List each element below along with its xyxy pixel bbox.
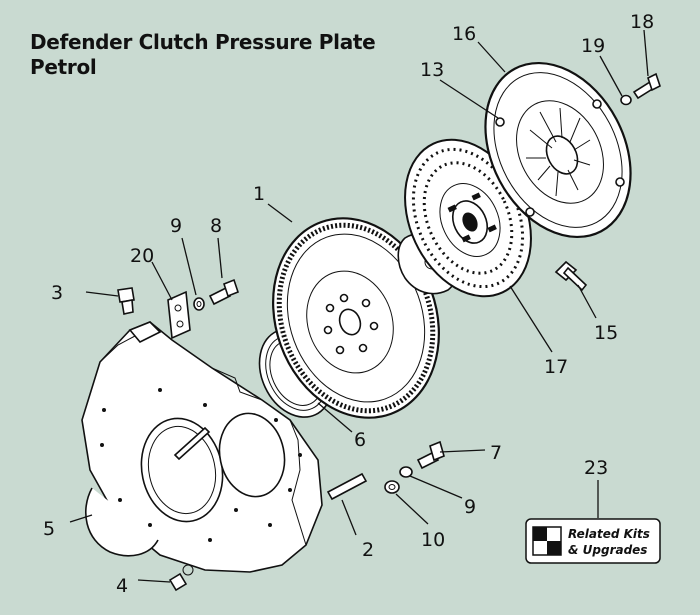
stud-2: [326, 472, 368, 501]
washer-19: [620, 94, 632, 106]
callout-23: 23: [584, 457, 608, 479]
callout-17: 17: [544, 356, 568, 378]
washer-10: [384, 480, 400, 494]
leader-lines: [69, 29, 649, 583]
callout-3: 3: [51, 282, 63, 304]
small-bolt: [168, 572, 188, 592]
related-kits-button[interactable]: Related Kits & Upgrades: [525, 518, 661, 564]
washer-lower: [399, 466, 413, 478]
callout-9-lower: 9: [464, 496, 476, 518]
bolt-7: [416, 440, 445, 470]
callout-13: 13: [420, 59, 444, 81]
drain-plug: [117, 287, 135, 315]
callout-6: 6: [354, 429, 366, 451]
cover-bolt: [554, 260, 588, 292]
related-kits-line-1: Related Kits: [568, 527, 650, 541]
washer-upper: [193, 297, 205, 311]
title-line-2: Petrol: [30, 55, 97, 79]
title-line-1: Defender Clutch Pressure Plate: [30, 30, 376, 54]
pressure-plate-cover: [484, 61, 632, 239]
bolt-upper: [208, 278, 239, 306]
callout-15: 15: [594, 322, 618, 344]
bracket: [167, 290, 191, 340]
callout-2: 2: [362, 539, 374, 561]
callout-numbers: 1 2 3 4 5 6 7 8 9 9 10 13 15 16 17 18 19…: [43, 11, 654, 597]
callout-16: 16: [452, 23, 476, 45]
callout-7: 7: [490, 442, 502, 464]
callout-20: 20: [130, 245, 154, 267]
dust-cover: [85, 487, 159, 557]
related-kits-line-2: & Upgrades: [568, 543, 647, 557]
callout-9-upper: 9: [170, 215, 182, 237]
checker-logo-icon: [532, 526, 562, 556]
callout-4: 4: [116, 575, 128, 597]
callout-5: 5: [43, 518, 55, 540]
callout-18: 18: [630, 11, 654, 33]
callout-19: 19: [581, 35, 605, 57]
page-title: Defender Clutch Pressure Plate Petrol: [30, 30, 376, 80]
callout-10: 10: [421, 529, 445, 551]
callout-8: 8: [210, 215, 222, 237]
bell-housing: [81, 321, 323, 576]
callout-1: 1: [253, 183, 265, 205]
bolt-18: [632, 72, 661, 100]
